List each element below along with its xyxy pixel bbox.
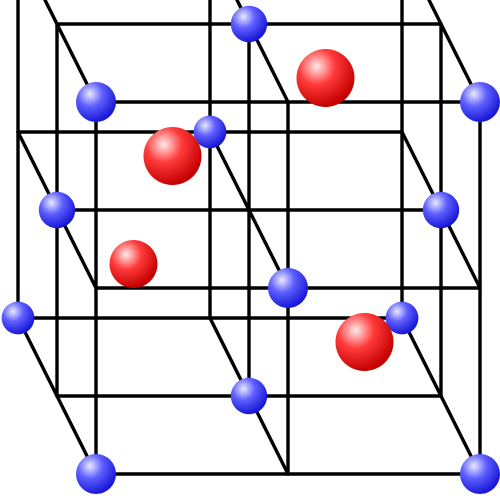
blue-atom bbox=[38, 191, 76, 229]
blue-atom bbox=[193, 115, 227, 149]
red-atom bbox=[296, 49, 355, 107]
blue-atom bbox=[230, 5, 268, 43]
red-atom bbox=[335, 313, 394, 371]
blue-atom bbox=[268, 268, 308, 308]
blue-atom bbox=[76, 454, 116, 494]
blue-atom bbox=[422, 191, 460, 229]
blue-atom bbox=[230, 377, 268, 415]
red-atom bbox=[143, 127, 202, 185]
blue-atom bbox=[460, 82, 500, 122]
blue-atom bbox=[385, 301, 419, 335]
lattice-edge-z bbox=[427, 0, 443, 26]
blue-atom bbox=[76, 82, 116, 122]
lattice-edge-z bbox=[43, 0, 59, 26]
blue-atom bbox=[1, 301, 35, 335]
red-atom bbox=[109, 240, 158, 288]
blue-atom bbox=[460, 454, 500, 494]
